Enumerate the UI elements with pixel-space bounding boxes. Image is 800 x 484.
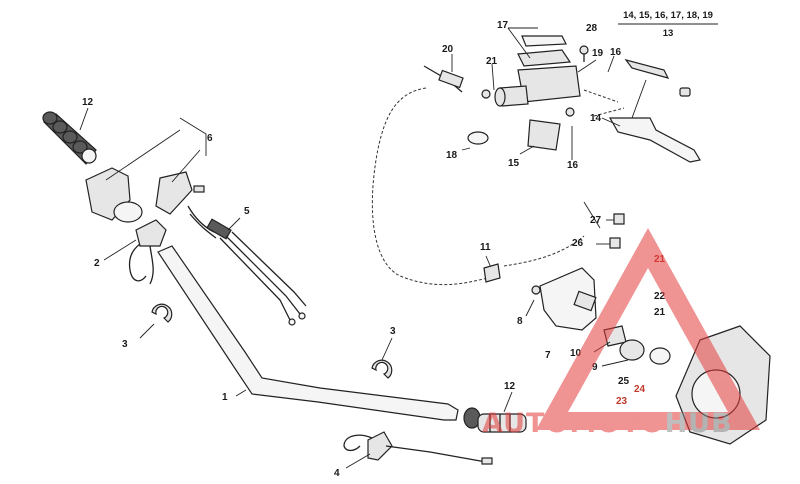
- label-15: 15: [508, 158, 520, 169]
- group-reference: 14, 15, 16, 17, 18, 19 13: [618, 10, 718, 39]
- hydraulic-hose: [371, 87, 585, 286]
- label-20: 20: [442, 44, 454, 55]
- label-26: 26: [572, 238, 584, 249]
- brake-lever: [601, 58, 701, 163]
- part-labels: 1 2 3 3 4 5 6 7 8 9 10 11 12 12 14 15 16…: [82, 20, 666, 479]
- label-28: 28: [586, 23, 598, 34]
- label-2: 2: [94, 258, 100, 269]
- label-1: 1: [222, 392, 228, 403]
- label-9: 9: [592, 362, 598, 373]
- watermark-brand-part2: HUB: [665, 408, 733, 439]
- label-6: 6: [207, 133, 213, 144]
- label-22: 22: [654, 291, 666, 302]
- watermark-triangle-icon: [536, 228, 760, 430]
- throttle-cables: [187, 205, 307, 326]
- kill-switch-clamp: [343, 431, 493, 469]
- label-23: 23: [616, 396, 628, 407]
- label-7: 7: [545, 350, 551, 361]
- group-ref-number: 13: [663, 28, 674, 39]
- group-ref-items: 14, 15, 16, 17, 18, 19: [623, 10, 713, 21]
- label-10: 10: [570, 348, 582, 359]
- watermark-brand-part1: AUTOMOTO: [482, 408, 665, 439]
- label-11: 11: [480, 242, 491, 253]
- label-3-right: 3: [390, 326, 396, 337]
- right-grip: [463, 391, 527, 433]
- label-8: 8: [517, 316, 523, 327]
- label-16-lower: 16: [567, 160, 579, 171]
- brake-master-cylinder: [423, 27, 625, 160]
- screw-6: [193, 185, 205, 193]
- label-21-low: 21: [654, 307, 666, 318]
- left-grip: [42, 107, 97, 165]
- label-17: 17: [497, 20, 509, 31]
- left-switch-housing: [85, 117, 207, 285]
- watermark: AUTOMOTOHUB: [482, 228, 760, 439]
- label-14: 14: [590, 113, 602, 124]
- label-27: 27: [590, 215, 602, 226]
- snap-ring-left: [139, 303, 173, 339]
- label-3-left: 3: [122, 339, 128, 350]
- label-18: 18: [446, 150, 458, 161]
- snap-ring-right: [371, 337, 393, 379]
- label-16-upper: 16: [610, 47, 622, 58]
- handlebar: [157, 245, 459, 421]
- label-4: 4: [334, 468, 340, 479]
- label-5: 5: [244, 206, 250, 217]
- label-19: 19: [592, 48, 604, 59]
- label-12-left: 12: [82, 97, 94, 108]
- label-21-top: 21: [486, 56, 498, 67]
- watermark-text: AUTOMOTOHUB: [482, 408, 733, 439]
- label-12-right: 12: [504, 381, 516, 392]
- label-24: 24: [634, 384, 646, 395]
- label-25: 25: [618, 376, 630, 387]
